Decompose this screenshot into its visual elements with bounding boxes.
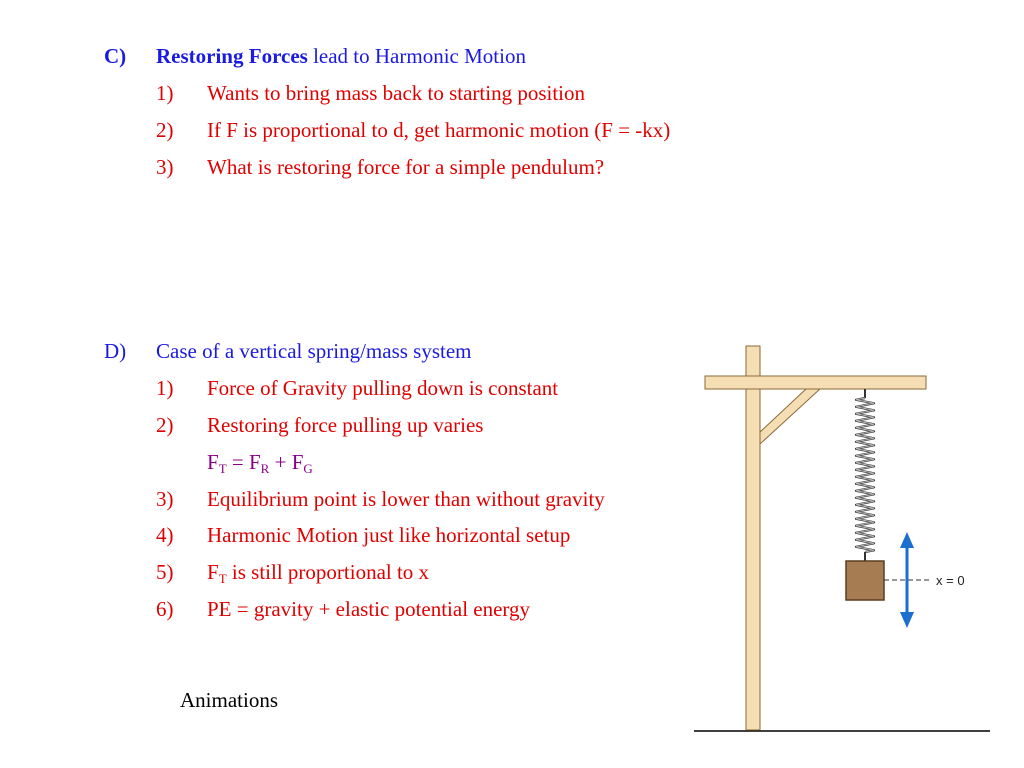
eq-fg: F xyxy=(291,450,304,474)
spring xyxy=(854,389,876,561)
section-c-heading-rest: lead to Harmonic Motion xyxy=(307,44,526,68)
section-d-item-5-num: 5) xyxy=(156,560,174,584)
item-5-rest: is still proportional to x xyxy=(226,560,430,584)
double-arrow-icon xyxy=(900,532,914,628)
section-d-item-3-num: 3) xyxy=(156,487,174,511)
section-d-item-6-text: PE = gravity + elastic potential energy xyxy=(207,597,531,621)
eq-ft: F xyxy=(207,450,219,474)
section-d-item-4-num: 4) xyxy=(156,523,174,547)
section-d-item-3-text: Equilibrium point is lower than without … xyxy=(207,487,605,511)
eq-fr: F xyxy=(248,450,261,474)
section-d-item-1-num: 1) xyxy=(156,376,174,400)
section-d-item-4-text: Harmonic Motion just like horizontal set… xyxy=(207,523,571,547)
mass-block xyxy=(845,560,885,601)
section-c-item-3-text: What is restoring force for a simple pen… xyxy=(207,155,605,179)
section-d-item-2-num: 2) xyxy=(156,413,174,437)
horizontal-beam xyxy=(704,375,927,390)
section-d-item-6-num: 6) xyxy=(156,597,174,621)
section-c-item-2-num: 2) xyxy=(156,118,174,142)
vertical-post xyxy=(745,345,761,731)
animations-link[interactable]: Animations xyxy=(180,688,278,712)
eq-ft-sub: T xyxy=(218,461,227,476)
section-d-item-1-text: Force of Gravity pulling down is constan… xyxy=(207,376,559,400)
item-5-sub: T xyxy=(218,571,227,586)
eq-plus: + xyxy=(269,450,292,474)
eq-equals: = xyxy=(226,450,249,474)
eq-fr-sub: R xyxy=(260,461,270,476)
eq-fg-sub: G xyxy=(303,461,313,476)
section-c-item-2-text: If F is proportional to d, get harmonic … xyxy=(207,118,671,142)
item-5-f: F xyxy=(207,560,219,584)
section-c-item-1-text: Wants to bring mass back to starting pos… xyxy=(207,81,586,105)
section-c-marker: C) xyxy=(104,44,127,68)
section-d-item-2-text: Restoring force pulling up varies xyxy=(207,413,484,437)
section-d-marker: D) xyxy=(104,339,127,363)
section-c-heading-bold: Restoring Forces xyxy=(156,44,308,68)
section-d-heading: Case of a vertical spring/mass system xyxy=(156,339,472,363)
section-c-item-3-num: 3) xyxy=(156,155,174,179)
x-zero-label: x = 0 xyxy=(936,573,965,588)
diagonal-brace xyxy=(759,388,822,446)
section-c-heading: Restoring Forces lead to Harmonic Motion xyxy=(156,44,526,68)
section-c-item-1-num: 1) xyxy=(156,81,174,105)
section-d-item-5-text: FT is still proportional to x xyxy=(207,560,430,586)
force-equation: FT = FR + FG xyxy=(207,450,313,476)
